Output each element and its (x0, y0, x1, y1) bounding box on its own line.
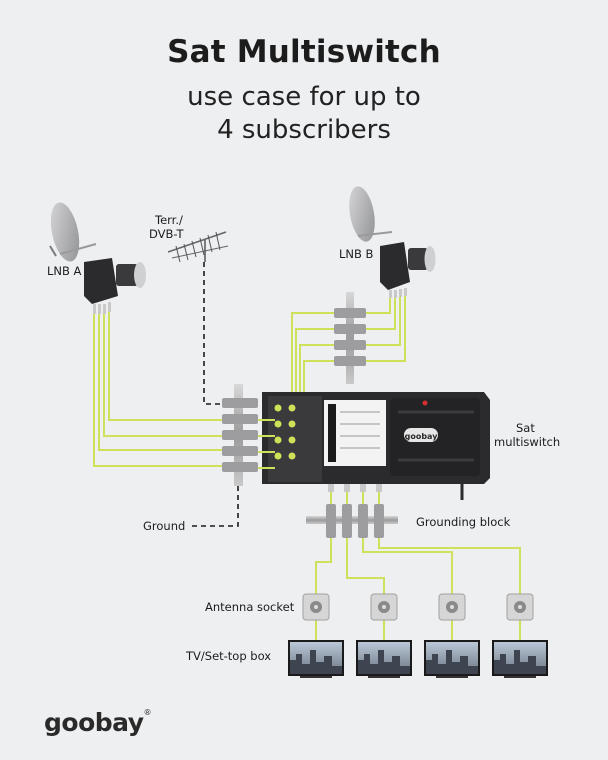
lnb-b-splitter (334, 292, 366, 384)
tv-4 (492, 640, 548, 678)
multiswitch-device: goobay (262, 392, 490, 500)
device-brand-label: goobay (405, 432, 439, 441)
lnb-a-label: LNB A (47, 264, 82, 278)
grounding-block-label: Grounding block (416, 515, 511, 529)
registered-mark: ® (143, 708, 152, 717)
antenna-socket-4 (506, 593, 534, 621)
subtitle-line-2: 4 subscribers (217, 115, 391, 145)
sat-label-line1: Sat (516, 421, 535, 435)
goobay-logo: goobay® (44, 708, 152, 737)
subtitle-line-1: use case for up to (187, 82, 421, 112)
antenna-socket-1 (302, 593, 330, 621)
ground-label: Ground (143, 519, 186, 533)
subscriber-cables (315, 538, 521, 640)
lnb-a (84, 258, 146, 314)
tv-2 (356, 640, 412, 678)
page-title: Sat Multiswitch (167, 34, 441, 70)
tv-1 (288, 640, 344, 678)
satellite-dish-a (49, 202, 97, 262)
terr-label-line2: DVB-T (149, 227, 184, 241)
antenna-socket-3 (438, 593, 466, 621)
antenna-socket-label: Antenna socket (205, 600, 295, 614)
antenna-socket-2 (370, 593, 398, 621)
lnb-b-label: LNB B (339, 247, 374, 261)
lnb-a-cables (93, 312, 232, 467)
grounding-block (306, 504, 398, 538)
logo-text: goobay (44, 708, 144, 737)
lnb-a-splitter (222, 384, 258, 486)
tv-3 (424, 640, 480, 678)
satellite-dish-b (349, 186, 393, 242)
tv-label: TV/Set-top box (186, 649, 272, 663)
lnb-b (380, 242, 436, 298)
terr-label-line1: Terr./ (155, 213, 183, 227)
terrestrial-cable (203, 262, 232, 405)
sat-label-line2: multiswitch (494, 435, 561, 449)
lnb-b-cables (291, 296, 406, 456)
ground-cable (190, 486, 239, 527)
terrestrial-antenna-icon (167, 231, 229, 263)
